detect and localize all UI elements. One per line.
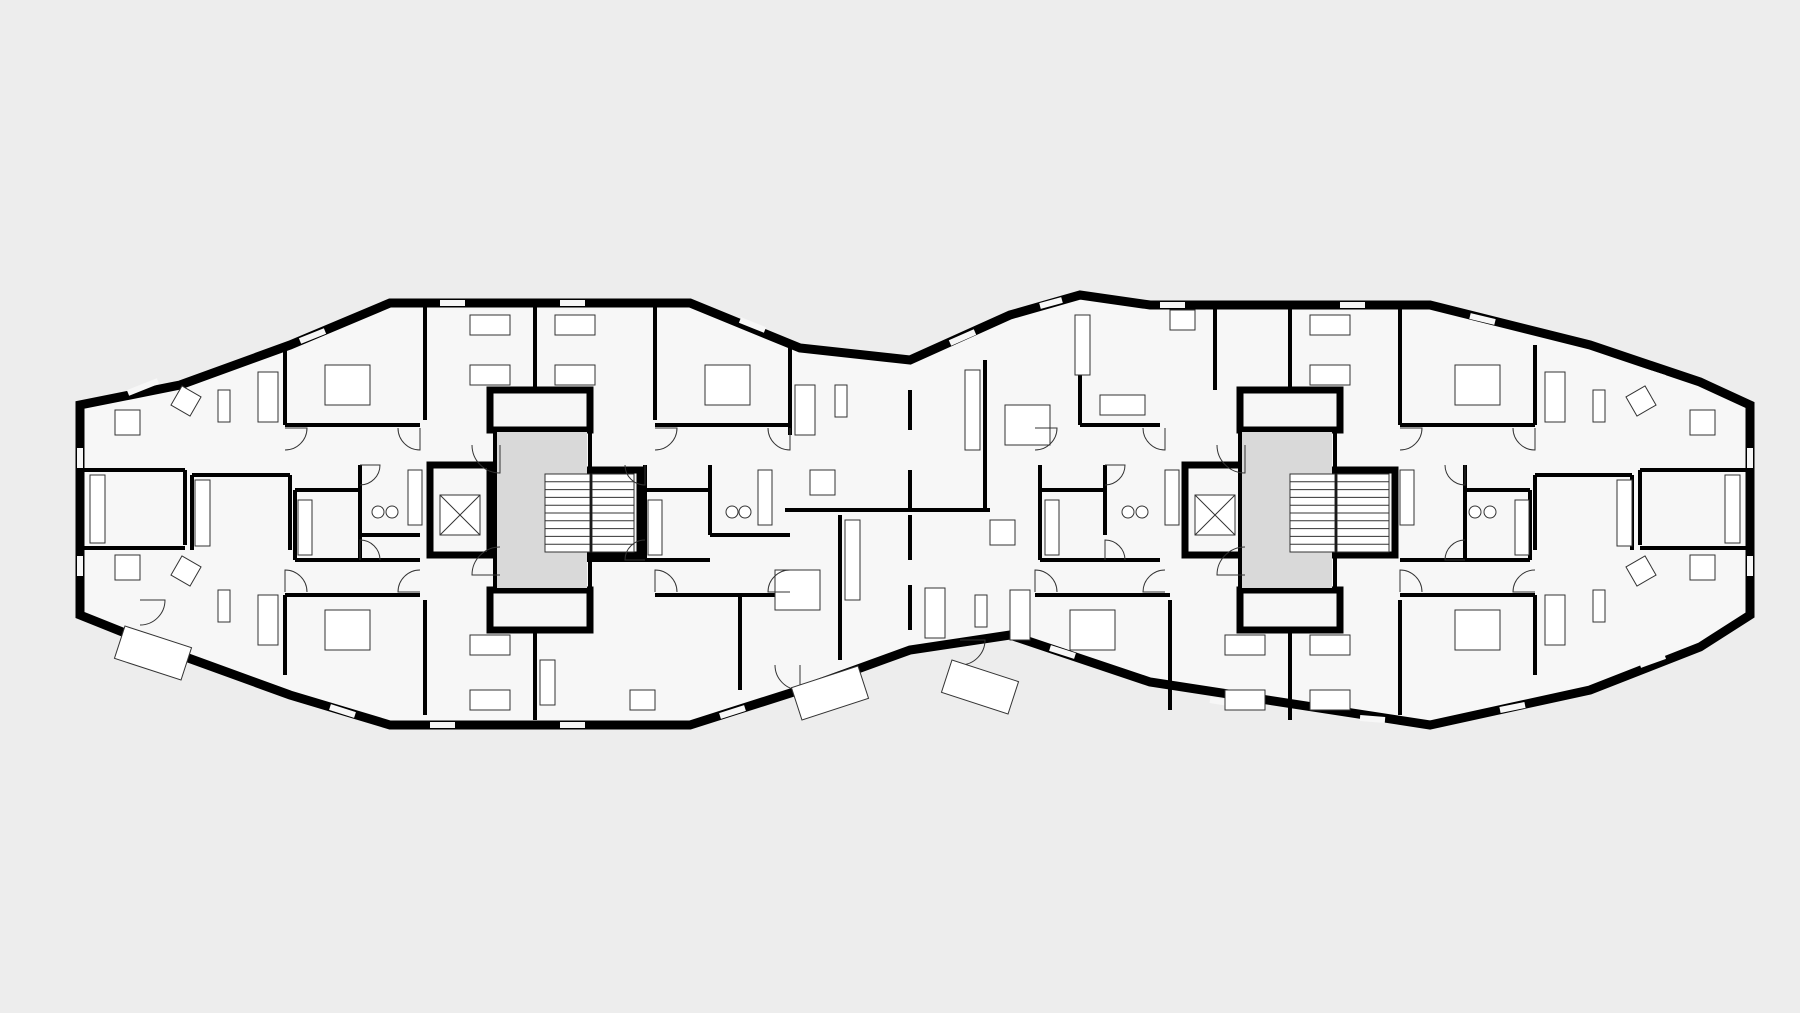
door-swing — [397, 427, 421, 451]
entrance-ramps — [113, 625, 1020, 721]
door-swing — [284, 427, 308, 451]
door-swing — [1399, 427, 1423, 451]
door-swing — [767, 427, 791, 451]
furniture — [114, 309, 1716, 711]
door — [359, 539, 381, 561]
door-swing — [1142, 427, 1166, 451]
door — [654, 569, 678, 593]
entrance-ramp-center-2 — [940, 659, 1020, 715]
kitchen-counters — [89, 314, 1741, 706]
door — [1444, 464, 1466, 486]
door-swing — [1104, 539, 1126, 561]
bath-fixtures — [297, 469, 1530, 556]
interior-walls — [80, 305, 1750, 720]
door-swing — [1444, 539, 1466, 561]
door — [654, 427, 678, 451]
door-swing — [471, 546, 501, 576]
door — [284, 569, 308, 593]
door — [1034, 427, 1058, 451]
entrance-ramp-west — [113, 625, 193, 681]
door-swing — [1444, 464, 1466, 486]
door — [767, 427, 791, 451]
door — [397, 569, 421, 593]
door-swing — [1104, 464, 1126, 486]
door — [397, 427, 421, 451]
door — [1104, 539, 1126, 561]
door — [1216, 546, 1246, 576]
door-swing — [654, 427, 678, 451]
door — [139, 599, 166, 626]
door-swing — [1034, 427, 1058, 451]
door — [624, 539, 646, 561]
door — [1142, 569, 1166, 593]
door — [1216, 444, 1246, 474]
windows — [77, 297, 1753, 728]
beds — [324, 314, 1501, 711]
door-swing — [767, 569, 791, 593]
door — [1444, 539, 1466, 561]
door — [1142, 427, 1166, 451]
door — [1104, 464, 1126, 486]
door-swing — [1142, 569, 1166, 593]
door — [767, 569, 791, 593]
door-swing — [359, 464, 381, 486]
door-swing — [397, 569, 421, 593]
door-swing — [1512, 569, 1536, 593]
door-swing — [1512, 427, 1536, 451]
door — [284, 427, 308, 451]
door-swing — [139, 599, 166, 626]
door — [1512, 427, 1536, 451]
door-swing — [1216, 444, 1246, 474]
door-swing — [1216, 546, 1246, 576]
door — [1512, 569, 1536, 593]
outer-wall — [75, 290, 1755, 730]
stairs — [544, 473, 1390, 553]
door — [1399, 427, 1423, 451]
door — [471, 444, 501, 474]
door — [1034, 569, 1058, 593]
door-swing — [1034, 569, 1058, 593]
door-swing — [624, 464, 646, 486]
door-swing — [654, 569, 678, 593]
elevators — [439, 494, 1236, 536]
door-swing — [624, 539, 646, 561]
door — [471, 546, 501, 576]
door — [359, 464, 381, 486]
door-swing — [284, 569, 308, 593]
entrance-ramp-center-1 — [790, 665, 870, 721]
door-swing — [1399, 569, 1423, 593]
door-swing — [471, 444, 501, 474]
door — [1399, 569, 1423, 593]
door-swing — [359, 539, 381, 561]
door — [624, 464, 646, 486]
